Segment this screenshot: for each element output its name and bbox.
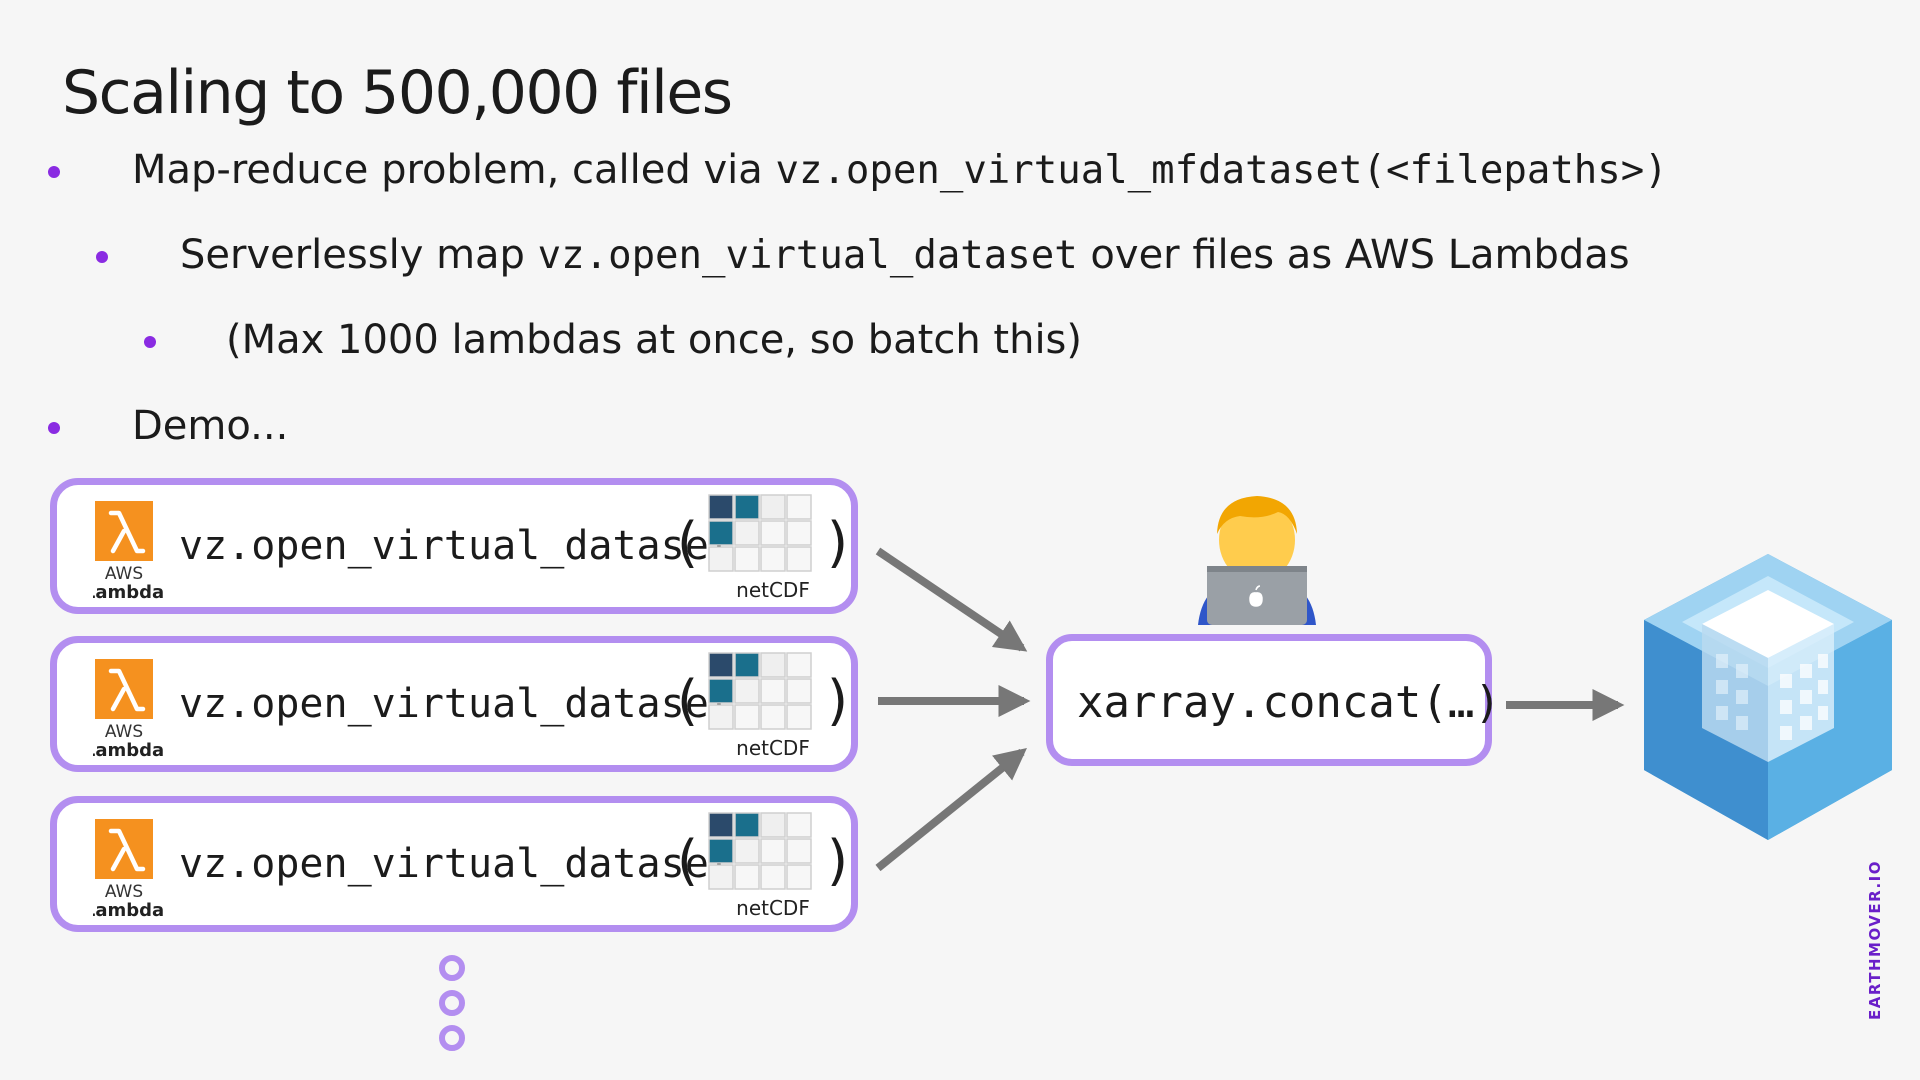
lambda-card-2: AWS Lambda vz.open_virtual_dataset ( net… <box>50 636 858 772</box>
open-paren: ( <box>677 511 699 574</box>
bullet-dot <box>48 166 60 178</box>
bullet-3-text: (Max 1000 lambdas at once, so batch this… <box>226 317 1082 363</box>
netcdf-file-icon: netCDF <box>708 812 812 920</box>
xarray-concat-box: xarray.concat(…) <box>1046 634 1501 766</box>
close-paren: ) <box>827 511 849 574</box>
icechunk-cube-icon <box>1644 554 1892 840</box>
netcdf-label: netCDF <box>736 578 810 602</box>
open-paren: ( <box>677 829 699 892</box>
bullet-2-text-after: over files as AWS Lambdas <box>1077 232 1630 278</box>
card-code: vz.open_virtual_dataset <box>179 523 733 569</box>
aws-label: AWS <box>105 722 143 742</box>
bullet-1-code: vz.open_virtual_mfdataset(<filepaths>) <box>775 148 1668 193</box>
bullet-dot <box>96 251 108 263</box>
slide-title: Scaling to 500,000 files <box>62 58 733 128</box>
bullet-3: (Max 1000 lambdas at once, so batch this… <box>226 310 1082 370</box>
arrow-card1-to-concat <box>875 547 1028 652</box>
bullet-1-text: Map-reduce problem, called via <box>132 147 776 193</box>
netcdf-file-icon: netCDF <box>708 494 812 602</box>
lambda-card-3: AWS Lambda vz.open_virtual_dataset ( net… <box>50 796 858 932</box>
bullet-2-text: Serverlessly map <box>180 232 538 278</box>
aws-lambda-icon: AWS Lambda <box>93 501 164 599</box>
netcdf-file-icon: netCDF <box>708 652 812 760</box>
person-with-laptop-icon <box>1198 496 1316 625</box>
arrow-card3-to-concat <box>875 747 1027 872</box>
netcdf-label: netCDF <box>736 736 810 760</box>
netcdf-label: netCDF <box>736 896 810 920</box>
close-paren: ) <box>827 829 849 892</box>
bullet-2: Serverlessly map vz.open_virtual_dataset… <box>180 225 1630 286</box>
aws-label: AWS <box>105 882 143 902</box>
aws-lambda-icon: AWS Lambda <box>93 819 164 917</box>
lambda-label: Lambda <box>93 740 164 757</box>
card-code: vz.open_virtual_dataset <box>179 841 733 887</box>
aws-lambda-icon: AWS Lambda <box>93 659 164 757</box>
bullet-4-text: Demo... <box>132 403 289 449</box>
bullet-dot <box>144 336 156 348</box>
bullet-dot <box>48 422 60 434</box>
aws-label: AWS <box>105 564 143 584</box>
earthmover-watermark: EARTHMOVER.IO <box>1866 859 1884 1020</box>
vertical-ellipsis-icon <box>439 955 465 1051</box>
lambda-label: Lambda <box>93 582 164 599</box>
bullet-2-code: vz.open_virtual_dataset <box>537 233 1078 278</box>
bullet-1: Map-reduce problem, called via vz.open_v… <box>132 140 1668 201</box>
lambda-card-1: AWS Lambda vz.open_virtual_dataset ( net… <box>50 478 858 614</box>
open-paren: ( <box>677 669 699 732</box>
bullet-4: Demo... <box>132 396 288 456</box>
close-paren: ) <box>827 669 849 732</box>
card-code: vz.open_virtual_dataset <box>179 681 733 727</box>
concat-label: xarray.concat(…) <box>1077 677 1501 728</box>
lambda-label: Lambda <box>93 900 164 917</box>
